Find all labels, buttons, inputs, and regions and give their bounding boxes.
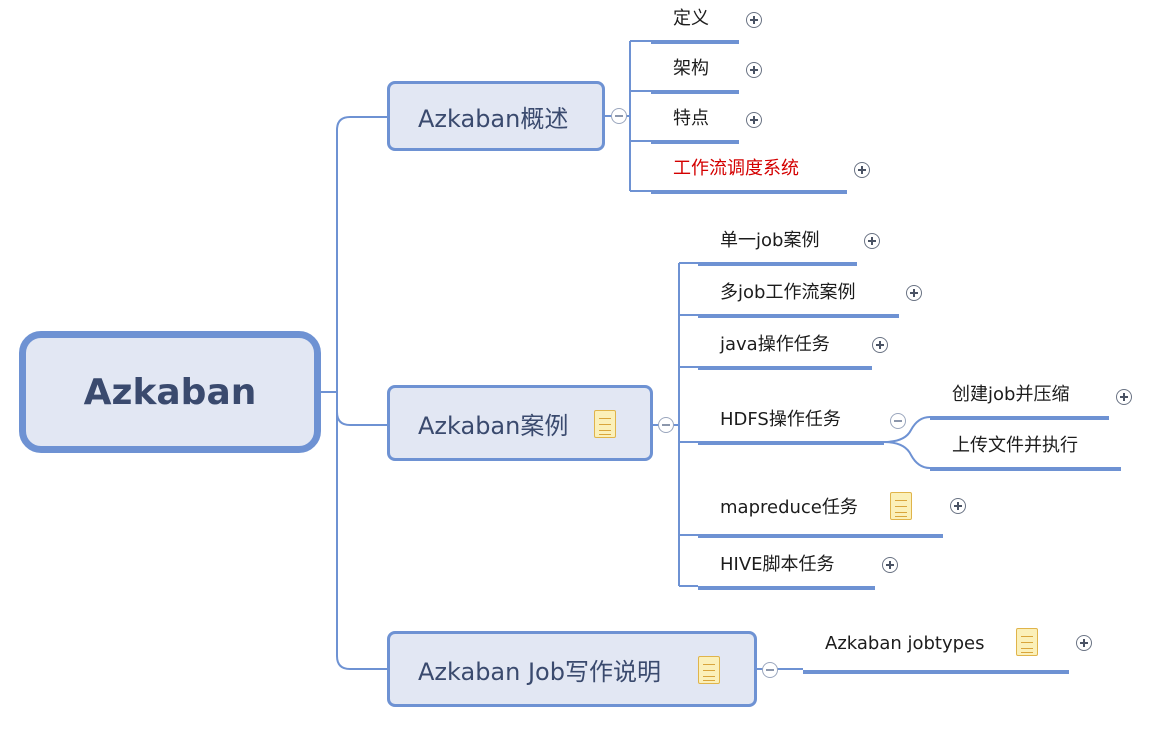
leaf-workflow-scheduling-system[interactable]: 工作流调度系统 — [651, 158, 847, 194]
leaf-architecture[interactable]: 架构 — [651, 58, 739, 94]
expand-plus-circle-icon[interactable] — [864, 233, 880, 249]
expand-plus-circle-icon[interactable] — [746, 62, 762, 78]
branch-azkaban-cases[interactable]: Azkaban案例 — [387, 385, 653, 461]
expand-plus-circle-icon[interactable] — [906, 285, 922, 301]
expand-plus-circle-icon[interactable] — [950, 498, 966, 514]
note-icon[interactable] — [594, 410, 616, 438]
leaf-java-task[interactable]: java操作任务 — [698, 334, 872, 370]
branch-azkaban-overview[interactable]: Azkaban概述 — [387, 81, 605, 151]
branch-azkaban-job-writing-guide[interactable]: Azkaban Job写作说明 — [387, 631, 757, 707]
expand-plus-circle-icon[interactable] — [1076, 635, 1092, 651]
note-icon[interactable] — [698, 656, 720, 684]
branch-label: Azkaban Job写作说明 — [418, 657, 661, 686]
leaf-features[interactable]: 特点 — [651, 108, 739, 144]
expand-plus-circle-icon[interactable] — [882, 557, 898, 573]
leaf-upload-and-execute[interactable]: 上传文件并执行 — [930, 435, 1121, 471]
note-icon[interactable] — [1016, 628, 1038, 656]
leaf-azkaban-jobtypes[interactable]: Azkaban jobtypes — [803, 632, 1069, 674]
leaf-hdfs-task[interactable]: HDFS操作任务 — [698, 409, 884, 445]
collapse-minus-circle-icon[interactable] — [658, 417, 674, 433]
root-label: Azkaban — [83, 371, 257, 413]
branch-label: Azkaban案例 — [418, 411, 569, 440]
expand-plus-circle-icon[interactable] — [1116, 389, 1132, 405]
leaf-mapreduce-task[interactable]: mapreduce任务 — [698, 496, 943, 538]
leaf-multi-job-workflow-case[interactable]: 多job工作流案例 — [698, 282, 899, 318]
collapse-minus-circle-icon[interactable] — [890, 413, 906, 429]
expand-plus-circle-icon[interactable] — [854, 162, 870, 178]
expand-plus-circle-icon[interactable] — [872, 337, 888, 353]
collapse-minus-circle-icon[interactable] — [611, 108, 627, 124]
branch-label: Azkaban概述 — [418, 104, 569, 133]
leaf-definition[interactable]: 定义 — [651, 8, 739, 44]
leaf-single-job-case[interactable]: 单一job案例 — [698, 230, 857, 266]
leaf-create-job-and-compress[interactable]: 创建job并压缩 — [930, 384, 1109, 420]
expand-plus-circle-icon[interactable] — [746, 12, 762, 28]
root-node[interactable]: Azkaban — [19, 331, 321, 453]
expand-plus-circle-icon[interactable] — [746, 112, 762, 128]
collapse-minus-circle-icon[interactable] — [762, 662, 778, 678]
leaf-hive-script-task[interactable]: HIVE脚本任务 — [698, 554, 875, 590]
note-icon[interactable] — [890, 492, 912, 520]
